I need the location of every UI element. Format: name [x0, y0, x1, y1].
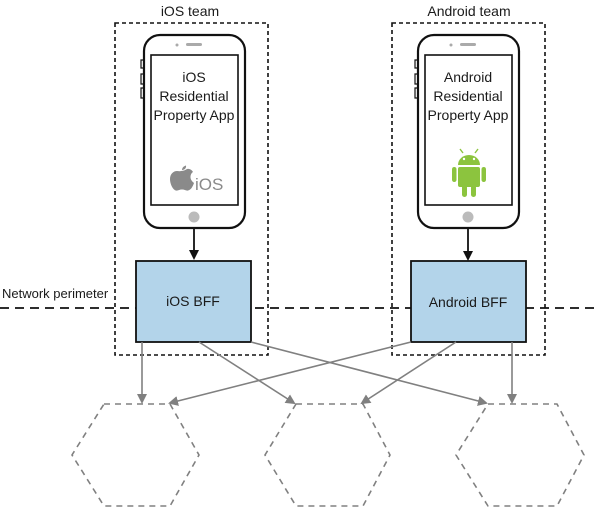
ios-app-label-line3: Property App [154, 107, 235, 123]
android-app-label-line1: Android [444, 69, 492, 85]
ios-phone-icon [140, 33, 247, 230]
ios-app-label-line2: Residential [159, 88, 228, 104]
android-app-label-line2: Residential [433, 88, 502, 104]
android-robot-icon [452, 148, 486, 197]
ios-team-label: iOS team [161, 3, 219, 19]
android-team-label: Android team [427, 3, 510, 19]
downstream-service-1-hexagon[interactable] [71, 403, 200, 507]
android-bff-to-service-1-arrow [168, 341, 412, 406]
android-bff-label: Android BFF [429, 294, 508, 310]
apple-logo-icon [170, 165, 194, 191]
ios-team-boundary [114, 22, 269, 356]
bff-to-service-connectors [137, 341, 517, 406]
downstream-service-2-hexagon[interactable] [264, 403, 391, 507]
android-app-label-line3: Property App [428, 107, 509, 123]
ios-bff-label: iOS BFF [166, 293, 220, 309]
ios-bff-to-service-2-arrow [198, 341, 296, 405]
android-bff-to-service-2-arrow [360, 341, 457, 405]
android-team-boundary [391, 22, 546, 356]
android-phone-icon [414, 33, 521, 230]
android-bff-box[interactable]: Android BFF [410, 260, 527, 343]
ios-app-label-line1: iOS [182, 69, 205, 85]
downstream-service-3-hexagon[interactable] [455, 403, 585, 507]
ios-platform-word: iOS [195, 175, 223, 194]
ios-bff-to-service-3-arrow [250, 341, 488, 406]
ios-bff-box[interactable]: iOS BFF [135, 260, 252, 343]
network-perimeter-label: Network perimeter [2, 286, 109, 301]
